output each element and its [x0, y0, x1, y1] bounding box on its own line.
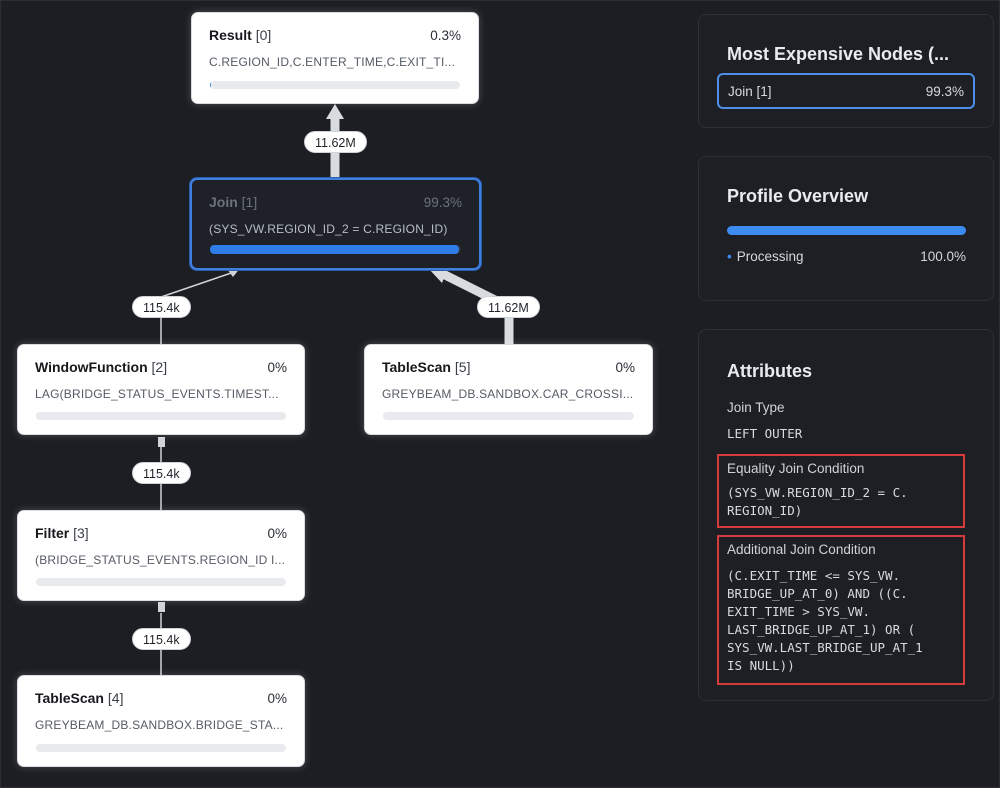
- edge-window-join-diag: [160, 270, 238, 298]
- node-detail: (BRIDGE_STATUS_EVENTS.REGION_ID I...: [35, 553, 286, 567]
- profile-overview-panel: Profile Overview • Processing 100.0%: [698, 156, 994, 301]
- node-progress-bar: [36, 412, 286, 420]
- node-title: Join [1]: [209, 194, 258, 210]
- equality-join-condition-box: Equality Join Condition (SYS_VW.REGION_I…: [717, 454, 965, 528]
- overview-progress-bar: [727, 226, 966, 235]
- additional-join-condition-box: Additional Join Condition (C.EXIT_TIME <…: [717, 535, 965, 685]
- node-progress-bar: [210, 81, 460, 89]
- node-progress-bar: [210, 245, 461, 254]
- panel-title: Most Expensive Nodes (...: [727, 44, 950, 64]
- node-join[interactable]: Join [1] 99.3% (SYS_VW.REGION_ID_2 = C.R…: [190, 178, 481, 270]
- equality-join-label: Equality Join Condition: [727, 461, 865, 476]
- edge-label-join-result: 11.62M: [304, 131, 367, 153]
- node-title: TableScan [5]: [382, 359, 471, 375]
- node-detail: (SYS_VW.REGION_ID_2 = C.REGION_ID): [209, 222, 448, 236]
- node-detail: LAG(BRIDGE_STATUS_EVENTS.TIMEST...: [35, 387, 279, 401]
- node-detail: GREYBEAM_DB.SANDBOX.BRIDGE_STA...: [35, 718, 284, 732]
- node-percent: 0.3%: [430, 28, 461, 43]
- node-progress-bar: [36, 578, 286, 586]
- expensive-node-label: Join [1]: [728, 83, 772, 99]
- node-percent: 0%: [615, 360, 635, 375]
- node-percent: 0%: [267, 526, 287, 541]
- expensive-node-percent: 99.3%: [925, 83, 964, 99]
- join-type-value: LEFT OUTER: [727, 426, 803, 441]
- equality-join-value: (SYS_VW.REGION_ID_2 = C. REGION_ID): [727, 485, 908, 518]
- node-result[interactable]: Result [0] 0.3% C.REGION_ID,C.ENTER_TIME…: [191, 12, 479, 104]
- node-tablescan-5[interactable]: TableScan [5] 0% GREYBEAM_DB.SANDBOX.CAR…: [364, 344, 653, 435]
- overview-row-label: Processing: [736, 249, 804, 264]
- overview-row-value: 100.0%: [920, 249, 966, 264]
- node-title: TableScan [4]: [35, 690, 124, 706]
- node-title: WindowFunction [2]: [35, 359, 168, 375]
- node-window-function[interactable]: WindowFunction [2] 0% LAG(BRIDGE_STATUS_…: [17, 344, 305, 435]
- edge-label-filter-window: 115.4k: [132, 462, 191, 484]
- node-tablescan-4[interactable]: TableScan [4] 0% GREYBEAM_DB.SANDBOX.BRI…: [17, 675, 305, 767]
- node-progress-fill: [210, 245, 460, 254]
- additional-join-label: Additional Join Condition: [727, 542, 876, 557]
- join-type-label: Join Type: [727, 400, 785, 415]
- expensive-node-item[interactable]: Join [1] 99.3%: [717, 73, 975, 109]
- node-percent: 0%: [267, 360, 287, 375]
- operator-graph[interactable]: Result [0] 0.3% C.REGION_ID,C.ENTER_TIME…: [1, 1, 691, 788]
- node-title: Result [0]: [209, 27, 272, 43]
- edge-join-result-arrow: [326, 104, 344, 119]
- node-progress-bar: [383, 412, 634, 420]
- attributes-panel: Attributes Join Type LEFT OUTER Equality…: [698, 329, 994, 701]
- node-progress-fill: [210, 81, 211, 89]
- edge-label-scan4-filter: 115.4k: [132, 628, 191, 650]
- additional-join-value: (C.EXIT_TIME <= SYS_VW. BRIDGE_UP_AT_0) …: [727, 568, 923, 673]
- node-percent: 99.3%: [423, 195, 462, 210]
- bullet-icon: •: [727, 249, 732, 264]
- node-detail: C.REGION_ID,C.ENTER_TIME,C.EXIT_TI...: [209, 55, 456, 69]
- edge-label-scan5-join: 11.62M: [477, 296, 540, 318]
- overview-row-processing: • Processing 100.0%: [727, 249, 966, 264]
- node-progress-bar: [36, 744, 286, 752]
- most-expensive-nodes-panel: Most Expensive Nodes (... Join [1] 99.3%: [698, 14, 994, 128]
- node-filter[interactable]: Filter [3] 0% (BRIDGE_STATUS_EVENTS.REGI…: [17, 510, 305, 601]
- node-detail: GREYBEAM_DB.SANDBOX.CAR_CROSSI...: [382, 387, 634, 401]
- edge-label-window-join: 115.4k: [132, 296, 191, 318]
- edge-filter-window-arrow: [158, 437, 165, 447]
- node-percent: 0%: [267, 691, 287, 706]
- edge-scan4-filter-arrow: [158, 602, 165, 612]
- panel-title: Attributes: [727, 361, 812, 381]
- panel-title: Profile Overview: [727, 186, 869, 206]
- node-title: Filter [3]: [35, 525, 89, 541]
